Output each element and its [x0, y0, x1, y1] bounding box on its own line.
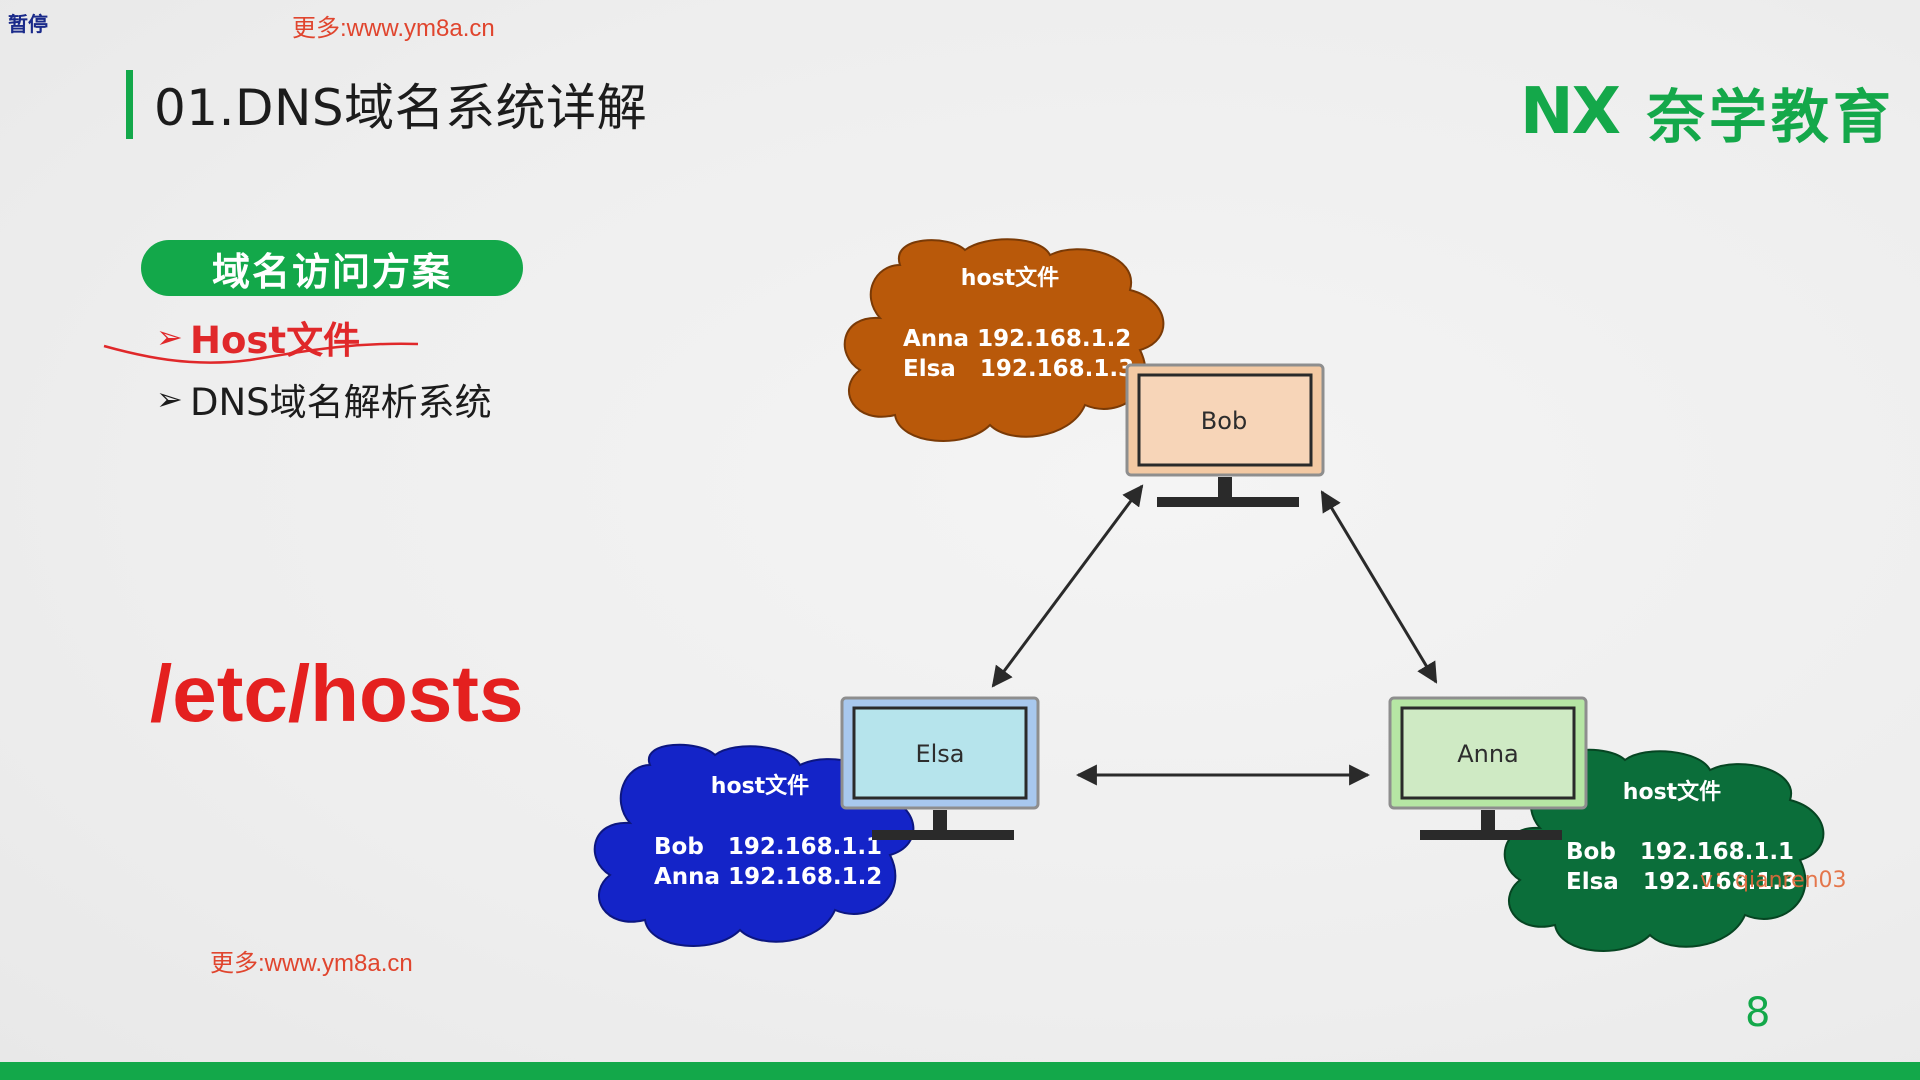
bottom-accent-bar: [0, 1062, 1920, 1080]
bob-elsa-connection-arrow: [991, 484, 1144, 688]
cloud-entry: Bob 192.168.1.1: [1566, 839, 1794, 865]
bullet-item-dns: ➢ DNS域名解析系统: [156, 372, 492, 426]
pause-label[interactable]: 暂停: [8, 12, 48, 36]
monitor-base: [1157, 497, 1299, 507]
monitor-screen: [1400, 706, 1576, 800]
cloud-title: host文件: [711, 773, 809, 799]
watermark-top: 更多:www.ym8a.cn: [292, 15, 495, 42]
monitor-stand: [933, 810, 947, 830]
page-title: 01.DNS域名系统详解: [154, 79, 648, 137]
title-accent-bar: [126, 70, 133, 139]
bullet-arrow-icon: ➢: [156, 380, 183, 418]
computer-label: Anna: [1457, 740, 1519, 768]
bob-anna-connection-arrow: [1320, 490, 1438, 684]
cloud-title: host文件: [1623, 779, 1721, 805]
monitor-screen: [852, 706, 1028, 800]
bob-host-file-cloud: host文件 Anna 192.168.1.2 Elsa 192.168.1.3: [843, 238, 1165, 442]
page-number: 8: [1745, 990, 1771, 1036]
cloud-title: host文件: [961, 265, 1059, 291]
hosts-file-path: /etc/hosts: [150, 649, 524, 738]
cloud-entry: Elsa 192.168.1.3: [1566, 869, 1797, 895]
logo-mark: NX: [1520, 75, 1621, 149]
cloud-entry: Anna 192.168.1.2: [654, 864, 882, 890]
monitor-base: [872, 830, 1014, 840]
bob-computer-icon: Bob: [1125, 363, 1325, 507]
bullet-arrow-icon: ➢: [156, 318, 183, 356]
monitor-stand: [1481, 810, 1495, 830]
cloud-entry: Bob 192.168.1.1: [654, 834, 882, 860]
brand-logo: NX 奈学教育: [1520, 70, 1895, 154]
computer-label: Bob: [1201, 407, 1247, 435]
logo-text: 奈学教育: [1646, 83, 1895, 151]
anna-computer-icon: Anna: [1388, 696, 1588, 840]
watermark-bottom: 更多:www.ym8a.cn: [210, 950, 413, 977]
handwritten-underline-annotation: [103, 342, 419, 364]
cloud-entry: Elsa 192.168.1.3: [903, 356, 1134, 382]
computer-label: Elsa: [915, 740, 964, 768]
cloud-shape: [593, 743, 915, 947]
bullet-label: DNS域名解析系统: [190, 381, 492, 424]
cloud-shape: [843, 238, 1165, 442]
elsa-computer-icon: Elsa: [840, 696, 1040, 840]
elsa-host-file-cloud: host文件 Bob 192.168.1.1 Anna 192.168.1.2: [593, 743, 915, 947]
monitor-screen: [1137, 373, 1313, 467]
section-heading-pill: 域名访问方案: [141, 240, 523, 296]
monitor-stand: [1218, 477, 1232, 497]
cloud-entry: Anna 192.168.1.2: [903, 326, 1131, 352]
monitor-base: [1420, 830, 1562, 840]
video-overlay-id: v：qianren03: [1700, 868, 1847, 893]
